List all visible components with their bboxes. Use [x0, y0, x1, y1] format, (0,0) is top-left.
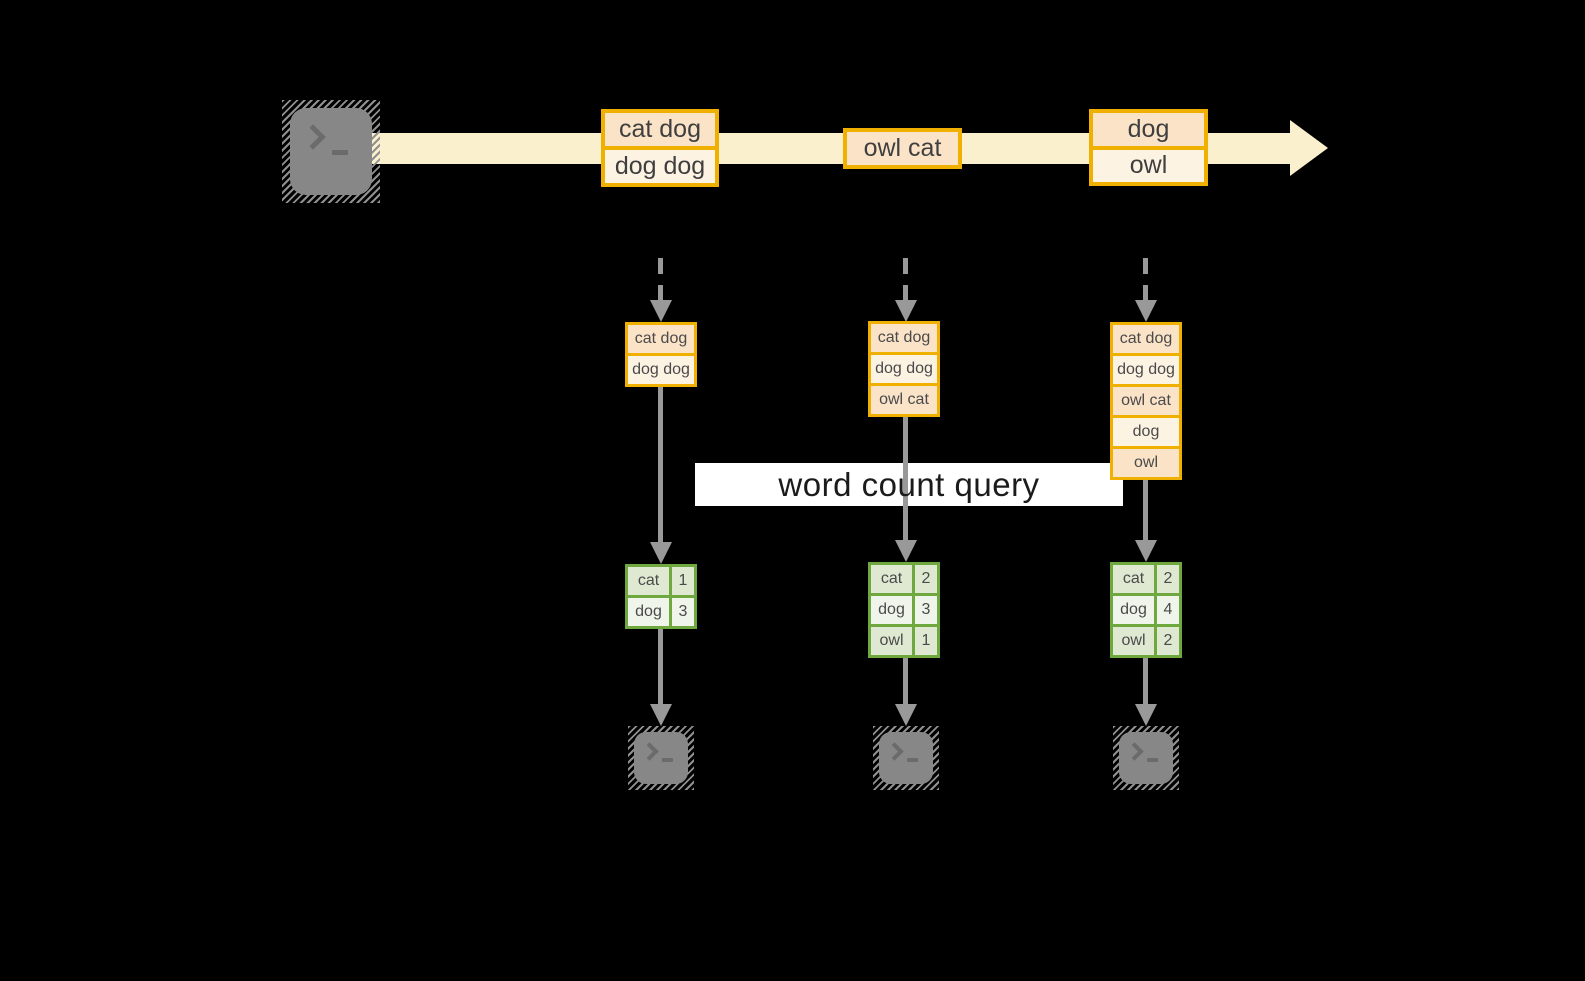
- terminal-body: [1119, 732, 1173, 784]
- stream-arrow-head-icon: [1290, 120, 1328, 176]
- log-record: cat dog: [871, 324, 937, 352]
- word-cell: dog: [1113, 596, 1157, 624]
- count-cell: 2: [1163, 570, 1173, 587]
- stream-record: cat dog: [605, 113, 715, 146]
- prompt-chevron-icon: [300, 124, 326, 150]
- count-cell: 1: [921, 632, 931, 649]
- count-cell: 4: [1163, 601, 1173, 618]
- log-stack-2: cat dog dog dog owl cat: [868, 321, 940, 417]
- flow-arrow-line: [903, 417, 908, 540]
- log-record: owl cat: [1113, 384, 1179, 415]
- word-cell: cat: [871, 565, 915, 593]
- log-record: dog dog: [1113, 353, 1179, 384]
- prompt-underscore-icon: [662, 758, 673, 762]
- flow-arrow-line: [1143, 480, 1148, 540]
- word-cell: cat: [1113, 565, 1157, 593]
- prompt-chevron-icon: [1125, 742, 1144, 761]
- sink-terminal-icon: [1113, 726, 1179, 790]
- arrow-head-icon: [1135, 704, 1157, 726]
- flow-arrow-line: [903, 658, 908, 704]
- stream-record-box-2: owl cat: [843, 128, 962, 169]
- log-record: dog dog: [871, 352, 937, 383]
- count-table-1: cat 1 dog 3: [625, 564, 697, 629]
- word-cell: owl: [871, 627, 915, 655]
- prompt-chevron-icon: [885, 742, 904, 761]
- table-row: cat 1: [628, 567, 694, 595]
- table-row: cat 2: [1113, 565, 1179, 593]
- flow-arrow-line: [658, 387, 663, 542]
- flow-arrow-line: [658, 629, 663, 704]
- sink-terminal-icon: [628, 726, 694, 790]
- log-record: dog: [1113, 415, 1179, 446]
- word-cell: cat: [628, 567, 672, 595]
- log-stack-3: cat dog dog dog owl cat dog owl: [1110, 322, 1182, 480]
- count-cell: 3: [921, 601, 931, 618]
- stream-record-box-1: cat dog dog dog: [601, 109, 719, 187]
- stream-record: owl: [1093, 145, 1204, 182]
- arrow-head-icon: [650, 300, 672, 322]
- source-terminal-icon: [282, 100, 380, 203]
- count-cell: 3: [678, 603, 688, 620]
- sink-terminal-icon: [873, 726, 939, 790]
- flow-arrow-line: [1143, 658, 1148, 704]
- stream-record: dog dog: [605, 146, 715, 183]
- prompt-underscore-icon: [332, 150, 348, 155]
- dashed-arrow-line: [658, 258, 663, 300]
- log-record: cat dog: [1113, 325, 1179, 353]
- query-label: word count query: [778, 465, 1040, 503]
- arrow-head-icon: [1135, 300, 1157, 322]
- count-cell: 1: [678, 572, 688, 589]
- log-stack-1: cat dog dog dog: [625, 322, 697, 387]
- prompt-underscore-icon: [1147, 758, 1158, 762]
- prompt-underscore-icon: [907, 758, 918, 762]
- arrow-head-icon: [1135, 540, 1157, 562]
- stream-record-box-3: dog owl: [1089, 109, 1208, 186]
- table-row: owl 1: [871, 624, 937, 655]
- dashed-arrow-line: [903, 258, 908, 300]
- prompt-chevron-icon: [640, 742, 659, 761]
- count-cell: 2: [1163, 632, 1173, 649]
- stream-record: owl cat: [847, 132, 958, 165]
- table-row: dog 3: [628, 595, 694, 626]
- arrow-head-icon: [650, 542, 672, 564]
- word-cell: dog: [628, 598, 672, 626]
- terminal-body: [290, 108, 372, 195]
- arrow-head-icon: [650, 704, 672, 726]
- terminal-body: [879, 732, 933, 784]
- log-record: owl: [1113, 446, 1179, 477]
- count-cell: 2: [921, 570, 931, 587]
- stream-record: dog: [1093, 113, 1204, 146]
- log-record: dog dog: [628, 353, 694, 384]
- word-cell: dog: [871, 596, 915, 624]
- table-row: owl 2: [1113, 624, 1179, 655]
- log-record: owl cat: [871, 383, 937, 414]
- table-row: cat 2: [871, 565, 937, 593]
- arrow-head-icon: [895, 300, 917, 322]
- dashed-arrow-line: [1143, 258, 1148, 300]
- terminal-body: [634, 732, 688, 784]
- arrow-head-icon: [895, 540, 917, 562]
- log-record: cat dog: [628, 325, 694, 353]
- word-cell: owl: [1113, 627, 1157, 655]
- count-table-3: cat 2 dog 4 owl 2: [1110, 562, 1182, 658]
- table-row: dog 3: [871, 593, 937, 624]
- arrow-head-icon: [895, 704, 917, 726]
- query-banner: [695, 463, 1123, 506]
- count-table-2: cat 2 dog 3 owl 1: [868, 562, 940, 658]
- table-row: dog 4: [1113, 593, 1179, 624]
